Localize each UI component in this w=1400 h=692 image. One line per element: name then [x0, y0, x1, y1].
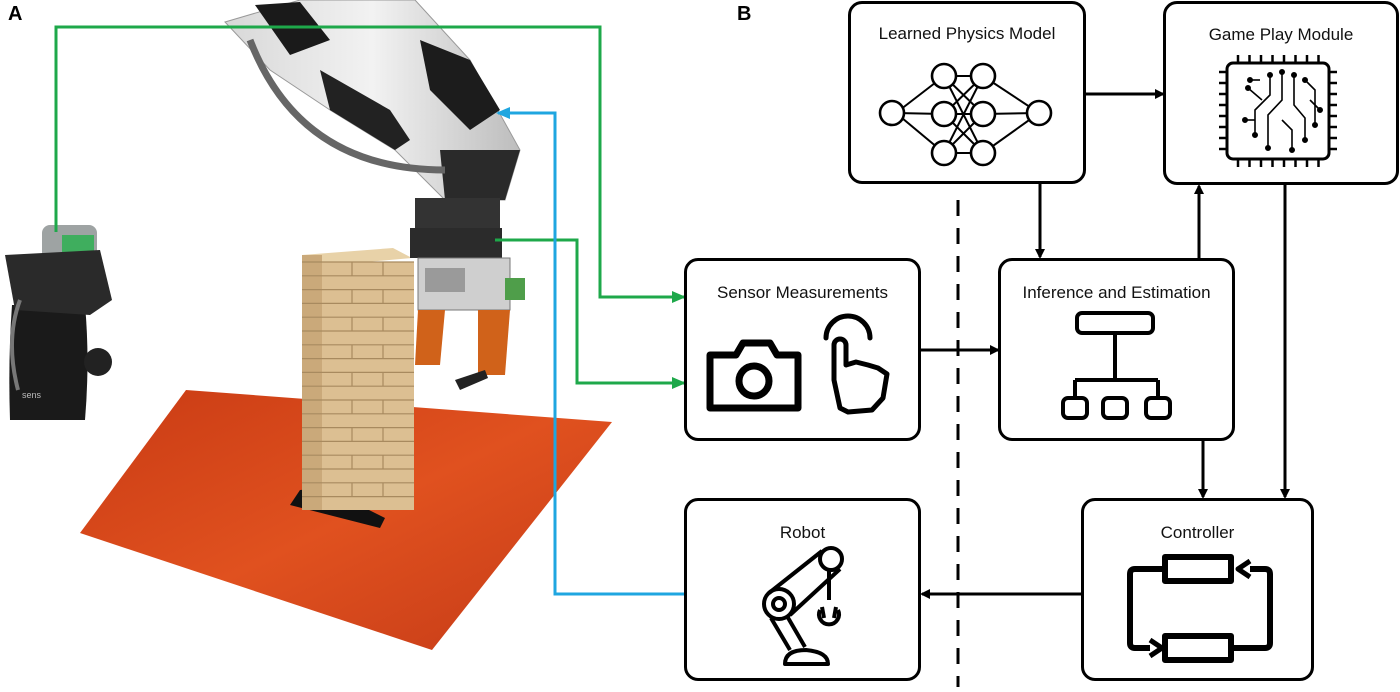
robot-title: Robot	[779, 523, 826, 542]
camera-photo: sens	[5, 225, 112, 420]
inference-estimation-box: Inference and Estimation	[998, 258, 1235, 441]
robot-arm-photo	[224, 0, 525, 390]
camera-brand-label: sens	[22, 390, 42, 400]
photo-illustration: sens	[5, 0, 612, 650]
controller-title: Controller	[1160, 523, 1235, 542]
panel-b-label: B	[737, 3, 752, 25]
sensor-measurements-title: Sensor Measurements	[716, 283, 889, 302]
panel-a-label: A	[8, 3, 23, 25]
game-play-module-title: Game Play Module	[1208, 25, 1354, 44]
robot-box: Robot	[684, 498, 921, 681]
play-mat	[80, 390, 612, 650]
game-play-module-box: Game Play Module	[1163, 1, 1399, 185]
blue-command-line	[496, 107, 684, 596]
controller-box: Controller	[1081, 498, 1314, 681]
learned-physics-model-box: Learned Physics Model	[848, 1, 1086, 184]
sensor-measurements-box: Sensor Measurements	[684, 258, 921, 441]
inference-estimation-title: Inference and Estimation	[1022, 283, 1211, 302]
green-gripper-line	[495, 238, 686, 389]
connectors	[919, 89, 1290, 599]
green-camera-line	[54, 25, 686, 303]
jenga-tower	[302, 248, 414, 510]
learned-physics-model-title: Learned Physics Model	[878, 24, 1056, 43]
signal-lines	[54, 25, 686, 596]
